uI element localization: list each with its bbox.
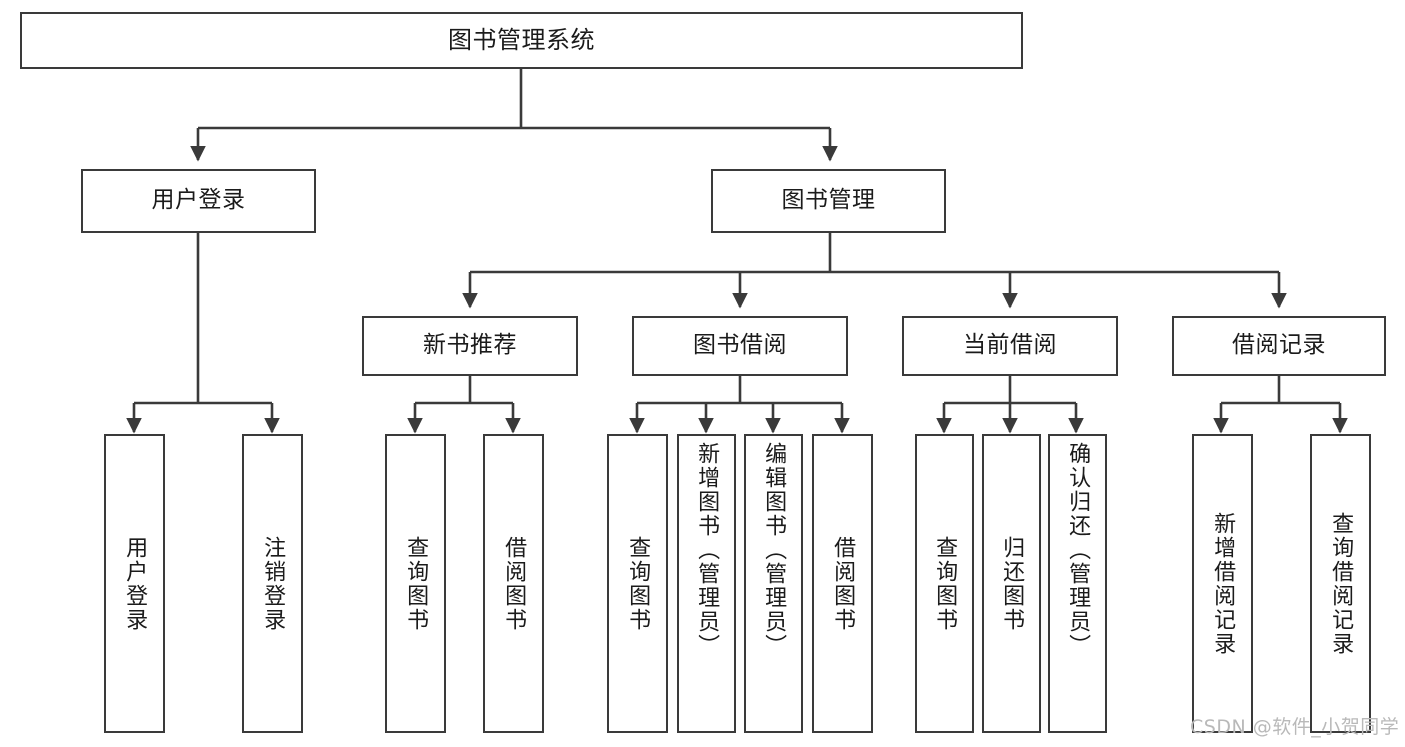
- node-label: 图书管理: [781, 187, 876, 214]
- node-label: 新增借阅记录: [1210, 511, 1236, 656]
- leaf-new-book-query-book[interactable]: 查询图书: [385, 434, 446, 733]
- node-book-borrow[interactable]: 图书借阅: [632, 316, 848, 376]
- node-label: 借阅记录: [1232, 332, 1326, 359]
- node-label: 查询图书: [932, 535, 958, 632]
- leaf-current-borrow-confirm-return-admin[interactable]: 确认归还（管理员）: [1048, 434, 1107, 733]
- node-label: 借阅图书: [501, 535, 527, 632]
- leaf-records-add-borrow-record[interactable]: 新增借阅记录: [1192, 434, 1253, 733]
- leaf-book-borrow-edit-book-admin[interactable]: 编辑图书（管理员）: [744, 434, 803, 733]
- leaf-user-login-login[interactable]: 用户登录: [104, 434, 165, 733]
- node-label: 确认归还（管理员）: [1065, 442, 1091, 658]
- node-root-book-management-system[interactable]: 图书管理系统: [20, 12, 1023, 69]
- node-label: 编辑图书（管理员）: [761, 442, 787, 658]
- leaf-user-login-logout[interactable]: 注销登录: [242, 434, 303, 733]
- node-book-management[interactable]: 图书管理: [711, 169, 946, 233]
- node-label: 注销登录: [260, 535, 286, 632]
- leaf-book-borrow-add-book-admin[interactable]: 新增图书（管理员）: [677, 434, 736, 733]
- leaf-current-borrow-return-book[interactable]: 归还图书: [982, 434, 1041, 733]
- node-label: 图书管理系统: [448, 26, 595, 55]
- leaf-new-book-borrow-book[interactable]: 借阅图书: [483, 434, 544, 733]
- node-label: 查询借阅记录: [1328, 511, 1354, 656]
- node-label: 新增图书（管理员）: [694, 442, 720, 658]
- leaf-current-borrow-query-book[interactable]: 查询图书: [915, 434, 974, 733]
- node-new-book-recommend[interactable]: 新书推荐: [362, 316, 578, 376]
- leaf-book-borrow-borrow-book[interactable]: 借阅图书: [812, 434, 873, 733]
- node-label: 新书推荐: [423, 332, 517, 359]
- node-current-borrow[interactable]: 当前借阅: [902, 316, 1118, 376]
- node-label: 查询图书: [625, 535, 651, 632]
- node-label: 当前借阅: [963, 332, 1057, 359]
- leaf-book-borrow-query-book[interactable]: 查询图书: [607, 434, 668, 733]
- node-label: 图书借阅: [693, 332, 787, 359]
- node-borrow-records[interactable]: 借阅记录: [1172, 316, 1386, 376]
- node-label: 归还图书: [999, 535, 1025, 632]
- node-user-login[interactable]: 用户登录: [81, 169, 316, 233]
- node-label: 用户登录: [122, 535, 148, 632]
- csdn-watermark: CSDN @软件_小贺同学: [1190, 716, 1400, 738]
- leaf-records-query-borrow-record[interactable]: 查询借阅记录: [1310, 434, 1371, 733]
- node-label: 借阅图书: [830, 535, 856, 632]
- node-label: 查询图书: [403, 535, 429, 632]
- node-label: 用户登录: [151, 187, 246, 214]
